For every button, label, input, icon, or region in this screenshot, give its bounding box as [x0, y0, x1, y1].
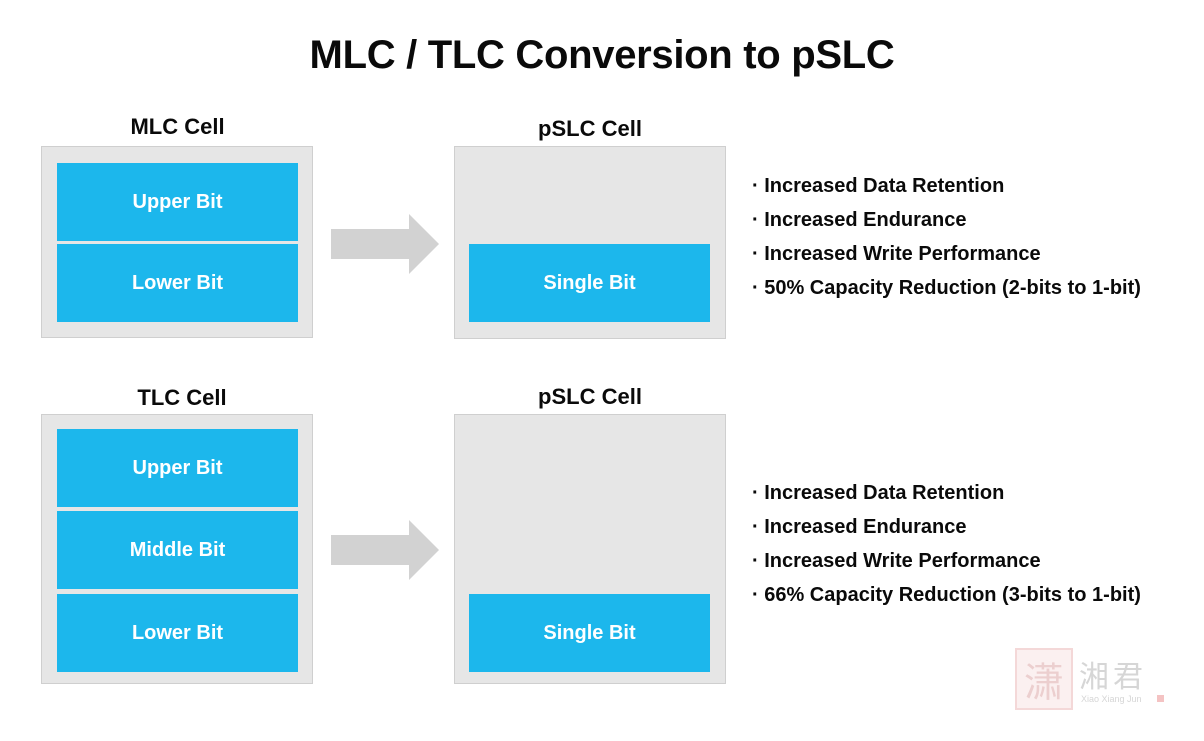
pslc-cell-label: pSLC Cell [538, 384, 642, 409]
diagram-title: MLC / TLC Conversion to pSLC [309, 33, 895, 77]
tlc-cell-label: TLC Cell [137, 385, 227, 410]
benefit-item: · Increased Endurance [752, 209, 967, 231]
watermark-logo: 潇 湘君 Xiao Xiang Jun [1015, 648, 1175, 718]
mlc-cell-label: MLC Cell [130, 114, 225, 139]
mlc-benefits-list: · Increased Data Retention · Increased E… [752, 169, 1141, 305]
benefit-item: · 66% Capacity Reduction (3-bits to 1-bi… [752, 584, 1141, 606]
benefit-item: · Increased Data Retention [752, 175, 1005, 197]
benefit-item: · Increased Write Performance [752, 550, 1041, 572]
seal-icon: 潇 [1015, 648, 1073, 710]
mlc-cell: Upper Bit Lower Bit [41, 146, 313, 338]
pslc-single-bit: Single Bit [469, 244, 710, 322]
benefit-item: · Increased Data Retention [752, 482, 1005, 504]
pslc-cell: Single Bit [454, 414, 726, 684]
mlc-lower-bit: Lower Bit [57, 244, 298, 322]
benefit-item: · Increased Write Performance [752, 243, 1041, 265]
pslc-cell-label: pSLC Cell [538, 116, 642, 141]
tlc-upper-bit: Upper Bit [57, 429, 298, 507]
mlc-upper-bit: Upper Bit [57, 163, 298, 241]
tlc-cell: Upper Bit Middle Bit Lower Bit [41, 414, 313, 684]
tlc-benefits-list: · Increased Data Retention · Increased E… [752, 476, 1141, 612]
right-arrow-icon [331, 214, 439, 274]
watermark-name: 湘君 [1079, 660, 1147, 695]
benefit-item: · Increased Endurance [752, 516, 967, 538]
tlc-lower-bit: Lower Bit [57, 594, 298, 672]
watermark-dot [1157, 695, 1164, 702]
pslc-cell: Single Bit [454, 146, 726, 339]
benefit-item: · 50% Capacity Reduction (2-bits to 1-bi… [752, 277, 1141, 299]
tlc-middle-bit: Middle Bit [57, 511, 298, 589]
right-arrow-icon [331, 520, 439, 580]
watermark-subtitle: Xiao Xiang Jun [1081, 694, 1142, 704]
pslc-single-bit: Single Bit [469, 594, 710, 672]
